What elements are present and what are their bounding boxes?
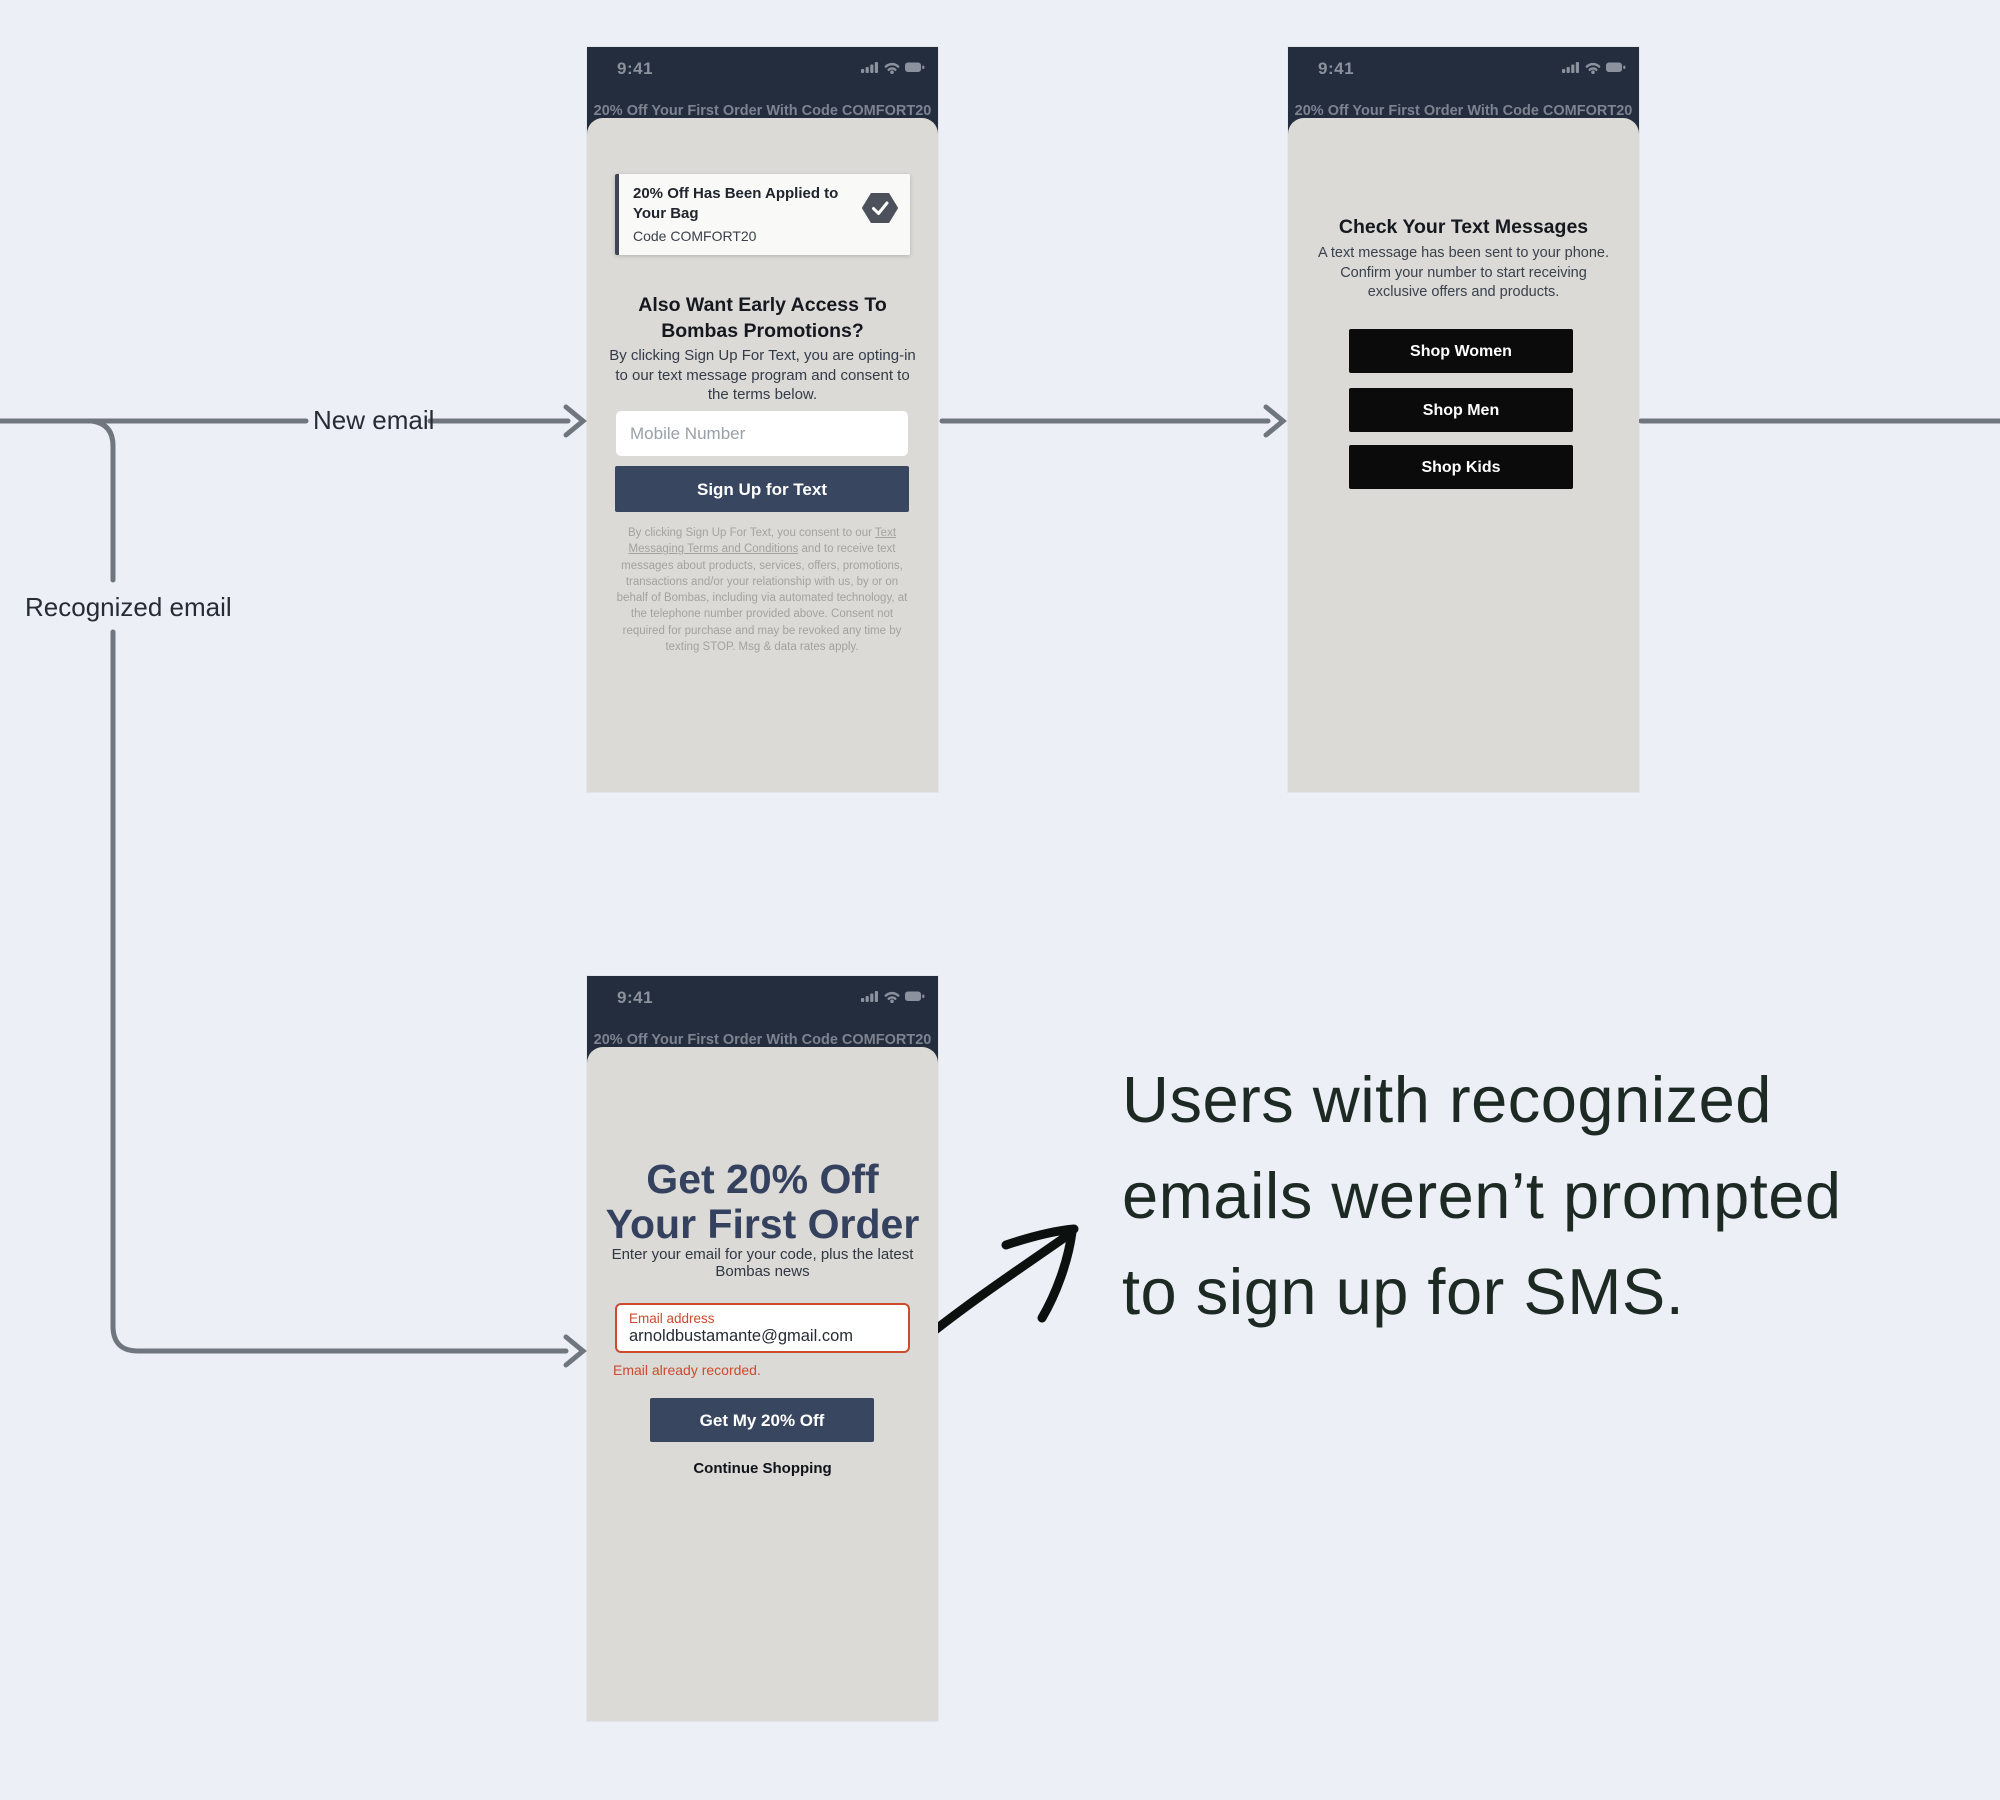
email-field-label: Email address [629,1311,715,1326]
battery-icon [905,62,925,72]
get-20-off-title-line: Get 20% Off [646,1156,879,1202]
mobile-number-input[interactable] [615,410,909,457]
toast-code: Code COMFORT20 [633,228,757,244]
phone-mockup-sms-signup: 9:41 20% Off Your First Order With Code … [587,47,938,792]
annotation-line: emails weren’t prompted [1122,1159,1842,1232]
sms-legal-text: By clicking Sign Up For Text, you consen… [609,525,915,655]
phone-mockup-confirmation: 9:41 20% Off Your First Order With Code … [1288,47,1639,792]
toast-title: 20% Off Has Been Applied to Your Bag [633,185,839,222]
phone-screen: Check Your Text Messages A text message … [1288,118,1639,792]
email-input[interactable] [627,1327,894,1346]
promo-banner: 20% Off Your First Order With Code COMFO… [593,1032,932,1048]
signal-strength-icon [861,991,878,1002]
status-time: 9:41 [617,59,654,78]
shop-kids-button[interactable]: Shop Kids [1349,445,1573,489]
sms-promo-heading: Also Want Early Access To Bombas Promoti… [587,292,938,344]
battery-icon [905,991,925,1001]
status-icons [861,62,925,74]
email-error-message: Email already recorded. [613,1362,761,1378]
flow-label-new-email: New email [313,405,435,435]
email-capture-subtitle-line: Bombas news [715,1262,810,1280]
get-my-20-off-button[interactable]: Get My 20% Off [650,1398,874,1442]
flow-line-branch-down-top [89,418,116,583]
battery-icon [1606,62,1626,72]
check-messages-body: A text message has been sent to your pho… [1318,245,1609,300]
flow-label-recognized-email: Recognized email [25,592,232,622]
continue-shopping-link[interactable]: Continue Shopping [693,1460,832,1477]
status-icons [1562,62,1626,74]
terms-and-conditions-link[interactable]: Text Messaging Terms and Conditions [628,527,897,556]
arrowhead-to-confirmation-phone [1263,404,1287,438]
check-messages-heading: Check Your Text Messages [1338,216,1589,238]
phone-screen: Get 20% Off Your First Order Enter your … [587,1047,938,1721]
flow-line-branch-down-bottom [110,629,569,1354]
status-icons [861,991,925,1003]
wifi-icon [1585,62,1601,74]
get-20-off-title: Get 20% Off Your First Order [587,1157,938,1247]
wifi-icon [884,991,900,1003]
check-hexagon-icon [862,193,898,223]
promo-banner: 20% Off Your First Order With Code COMFO… [1294,103,1633,119]
legal-text-after: and to receive text messages about produ… [616,543,908,654]
email-capture-subtitle-line: Enter your email for your code, plus the… [611,1246,914,1263]
hand-drawn-arrow [920,1224,1079,1343]
status-bar: 9:41 20% Off Your First Order With Code … [1288,47,1639,125]
phone-mockup-email-recognized: 9:41 20% Off Your First Order With Code … [587,976,938,1721]
arrowhead-to-recognized-phone [563,1334,587,1368]
phone-screen: 20% Off Has Been Applied to Your Bag Cod… [587,118,938,792]
wifi-icon [884,62,900,74]
shop-women-button[interactable]: Shop Women [1349,329,1573,373]
legal-text-before: By clicking Sign Up For Text, you consen… [627,527,875,539]
sms-promo-heading-line: Also Want Early Access To [638,294,887,316]
email-capture-subtitle: Enter your email for your code, plus the… [607,1246,918,1280]
signal-strength-icon [1562,62,1579,73]
arrowhead-to-sms-phone [563,404,587,438]
signal-strength-icon [861,62,878,73]
status-bar: 9:41 20% Off Your First Order With Code … [587,47,938,125]
annotation-line: Users with recognized [1122,1063,1772,1136]
status-bar: 9:41 20% Off Your First Order With Code … [587,976,938,1054]
sms-promo-body: By clicking Sign Up For Text, you are op… [609,347,916,403]
annotation-line: to sign up for SMS. [1122,1255,1685,1328]
annotation-note: Users with recognized emails weren’t pro… [1122,1052,1842,1340]
status-time: 9:41 [617,988,654,1007]
discount-applied-toast: 20% Off Has Been Applied to Your Bag Cod… [615,174,910,255]
sign-up-for-text-button[interactable]: Sign Up for Text [615,466,909,512]
shop-men-button[interactable]: Shop Men [1349,388,1573,432]
get-20-off-title-line: Your First Order [605,1201,920,1247]
status-time: 9:41 [1318,59,1355,78]
email-field-container: Email address [615,1303,910,1353]
sms-promo-heading-line: Bombas Promotions? [661,320,864,342]
promo-banner: 20% Off Your First Order With Code COMFO… [593,103,932,119]
